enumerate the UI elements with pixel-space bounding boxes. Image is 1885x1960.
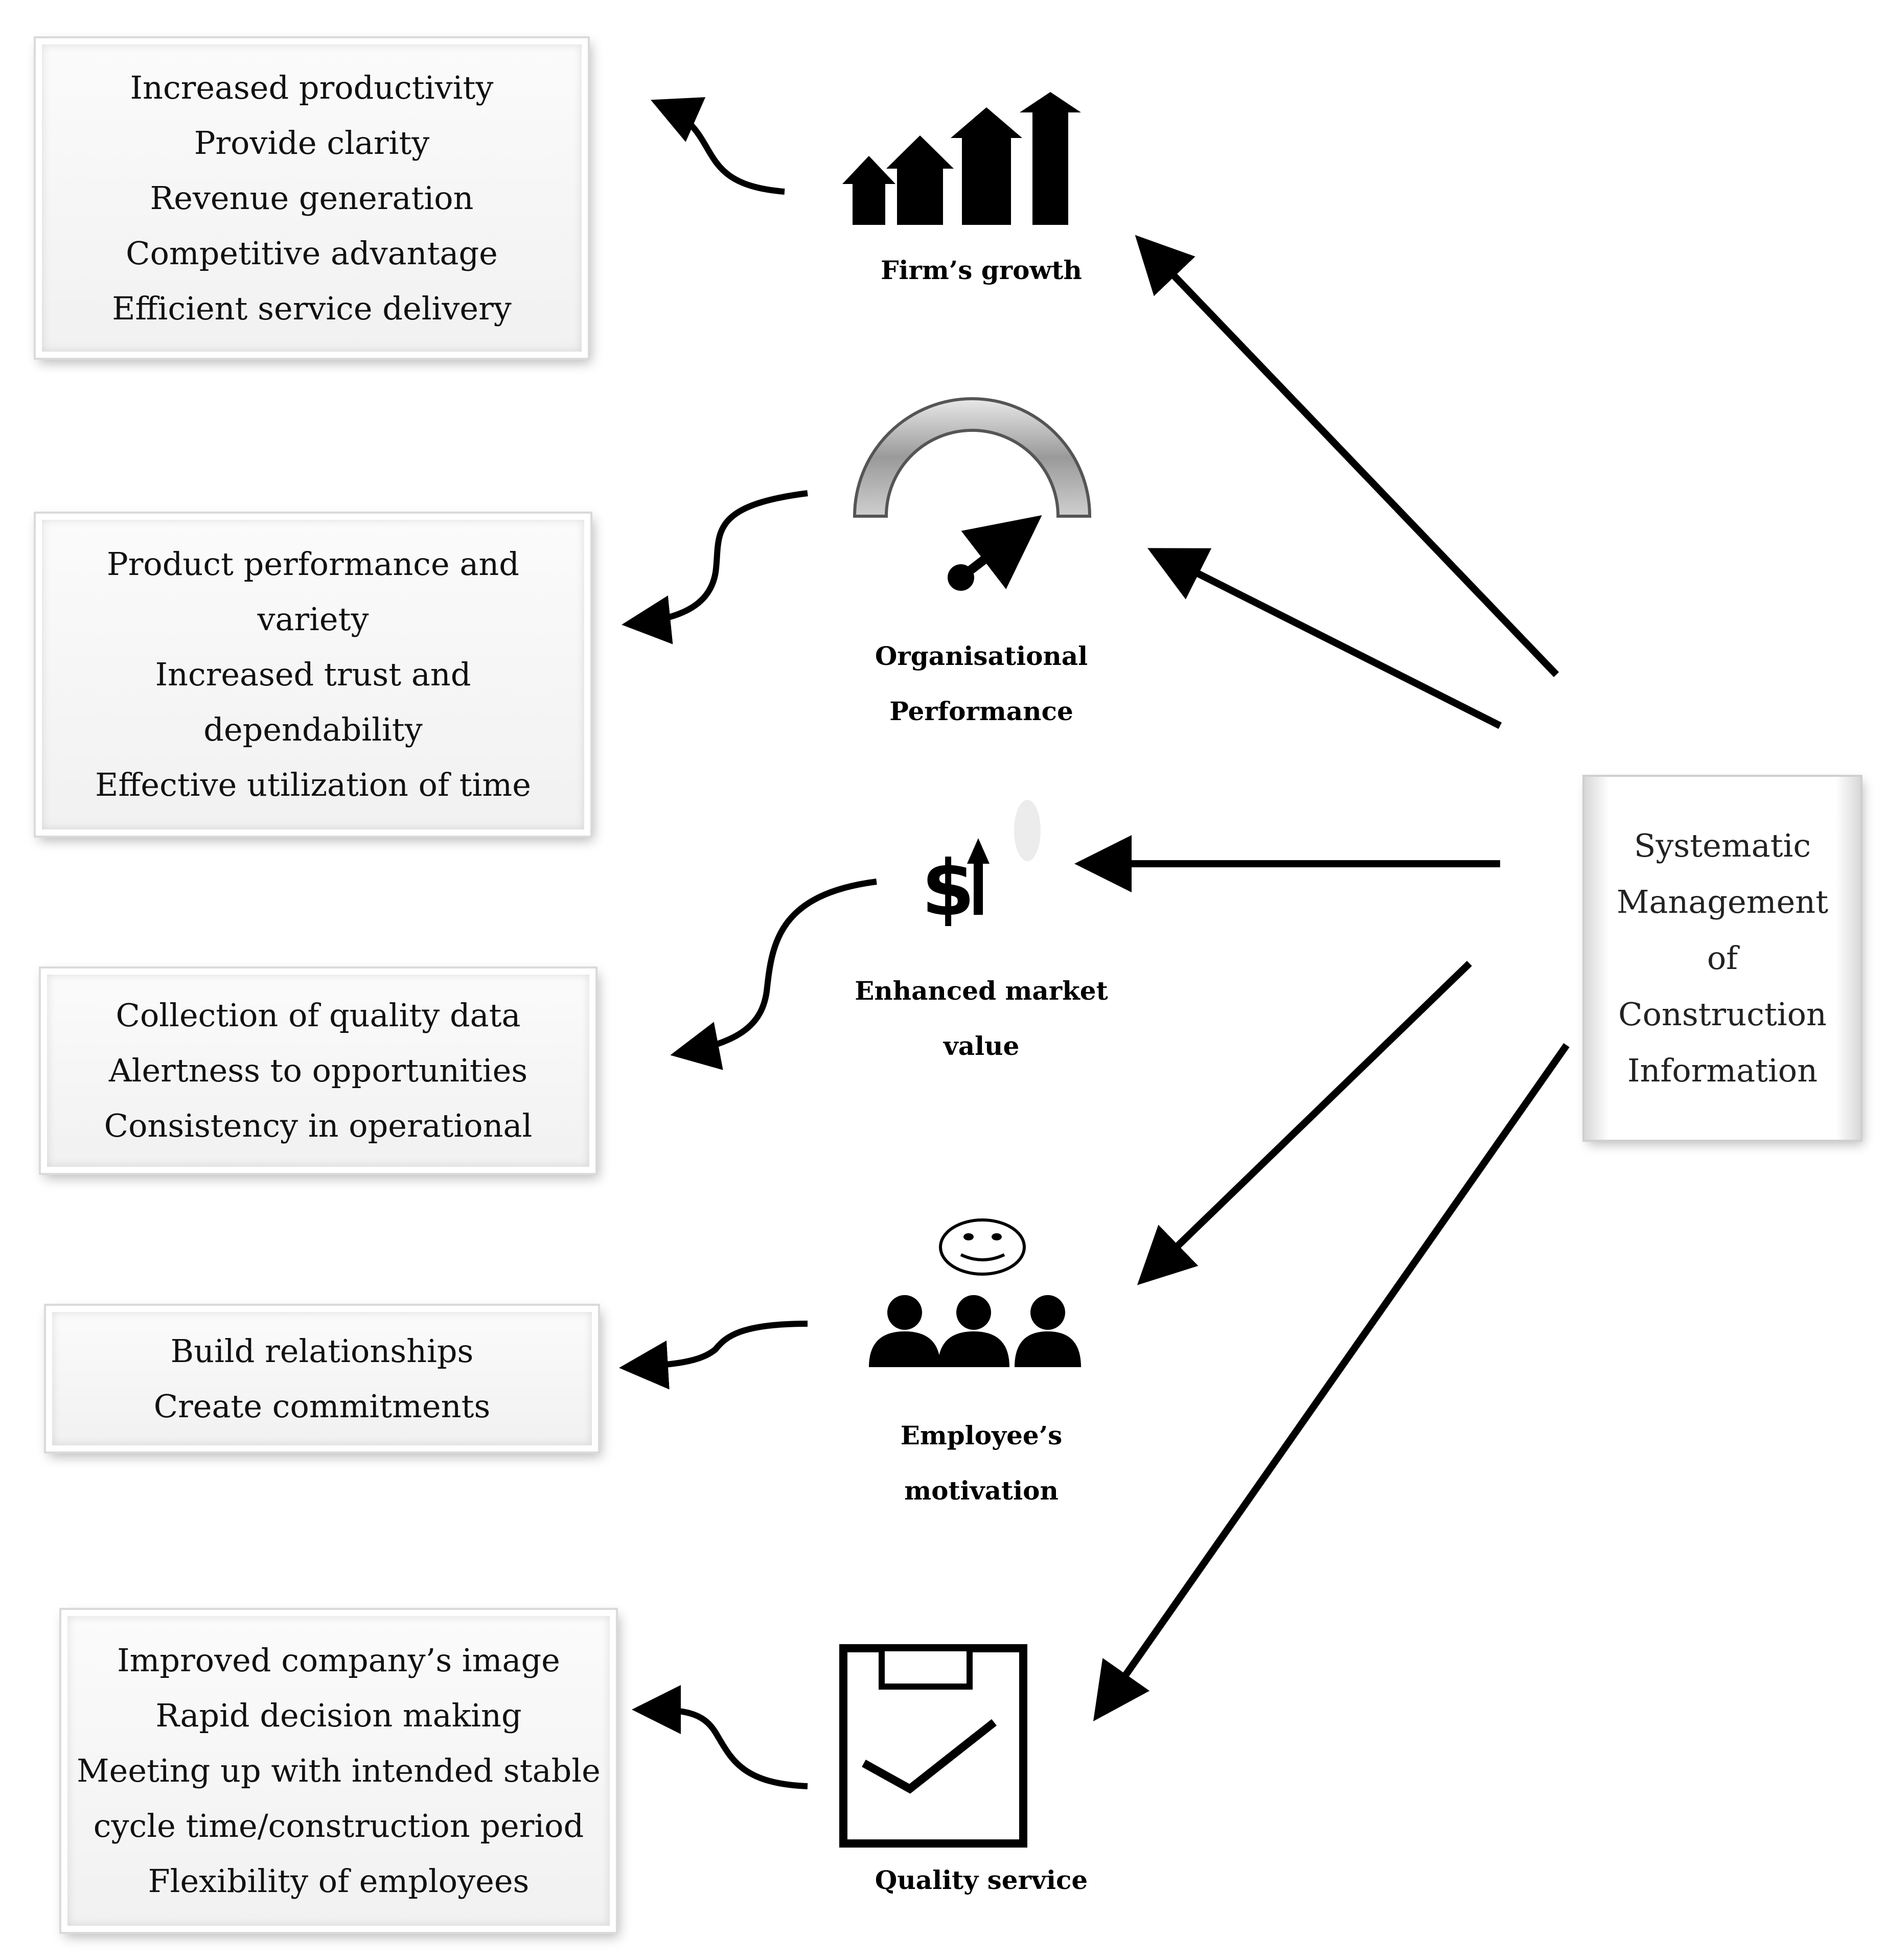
gauge-meter-icon [853, 397, 1092, 591]
outcome-item: Improved company’s image [117, 1642, 560, 1679]
factor-label-employee-motivation: Employee’s motivation [900, 1420, 1063, 1506]
factor-label-firm-growth: Firm’s growth [881, 255, 1082, 285]
curve-arrow-firm-growth [651, 97, 785, 195]
outcome-box-firm-growth: Increased productivity Provide clarity R… [36, 38, 588, 358]
outcome-box-employee-motivation: Build relationships Create commitments [46, 1306, 598, 1451]
outcome-item: dependability [203, 711, 423, 748]
arrow-to-firm-growth [1135, 235, 1559, 677]
curve-arrow-organisational-performance [622, 490, 808, 644]
center-line: Systematic [1634, 827, 1811, 864]
arrow-to-employee-motivation [1137, 960, 1472, 1285]
center-line: Construction [1618, 996, 1827, 1033]
outcome-item: Provide clarity [194, 124, 430, 162]
outcome-item: variety [257, 601, 369, 638]
team-smiley-icon [869, 1218, 1081, 1367]
dollar-glyph: $ [922, 844, 975, 933]
outcome-item: Flexibility of employees [148, 1862, 530, 1900]
outcome-item: Increased productivity [130, 68, 494, 106]
curve-arrow-market-value [670, 879, 877, 1070]
outcome-item: Meeting up with intended stable [77, 1752, 601, 1789]
outcome-box-market-value: Collection of quality data Alertness to … [41, 969, 595, 1173]
arrow-to-quality-service [1093, 1043, 1570, 1721]
outcome-item: Rapid decision making [155, 1697, 522, 1734]
outcome-item: Alertness to opportunities [108, 1052, 528, 1089]
factor-label-quality-service: Quality service [875, 1865, 1088, 1895]
outcome-item: Create commitments [153, 1387, 491, 1425]
outcome-item: Product performance and [107, 545, 519, 583]
bar-growth-arrows-icon [842, 92, 1081, 225]
outcome-box-quality-service: Improved company’s image Rapid decision … [61, 1610, 616, 1932]
outcome-item: Consistency in operational [104, 1107, 533, 1144]
factor-label-market-value: Enhanced market value [855, 976, 1108, 1061]
outcome-item: Effective utilization of time [95, 766, 531, 803]
outcome-item: Revenue generation [150, 179, 474, 217]
outcome-item: Increased trust and [155, 656, 471, 693]
outcome-item: Build relationships [170, 1332, 474, 1370]
arrow-to-organisational-performance [1147, 548, 1502, 729]
center-concept-box: Systematic Management of Construction In… [1584, 777, 1860, 1140]
center-line: of [1707, 939, 1738, 977]
outcome-box-organisational-performance: Product performance and variety Increase… [36, 514, 590, 836]
outcome-item: cycle time/construction period [93, 1807, 584, 1844]
curve-arrow-employee-motivation [619, 1321, 808, 1390]
outcome-item: Efficient service delivery [112, 289, 512, 327]
outcome-item: Collection of quality data [116, 997, 521, 1034]
clipboard-check-icon [839, 1644, 1027, 1848]
outcome-item: Competitive advantage [126, 234, 498, 272]
curve-arrow-quality-service [632, 1685, 808, 1789]
factor-label-organisational-performance: Organisational Performance [875, 641, 1088, 726]
dollar-up-icon: $ [922, 800, 1041, 933]
center-line: Management [1616, 883, 1829, 920]
center-line: Information [1627, 1052, 1818, 1089]
